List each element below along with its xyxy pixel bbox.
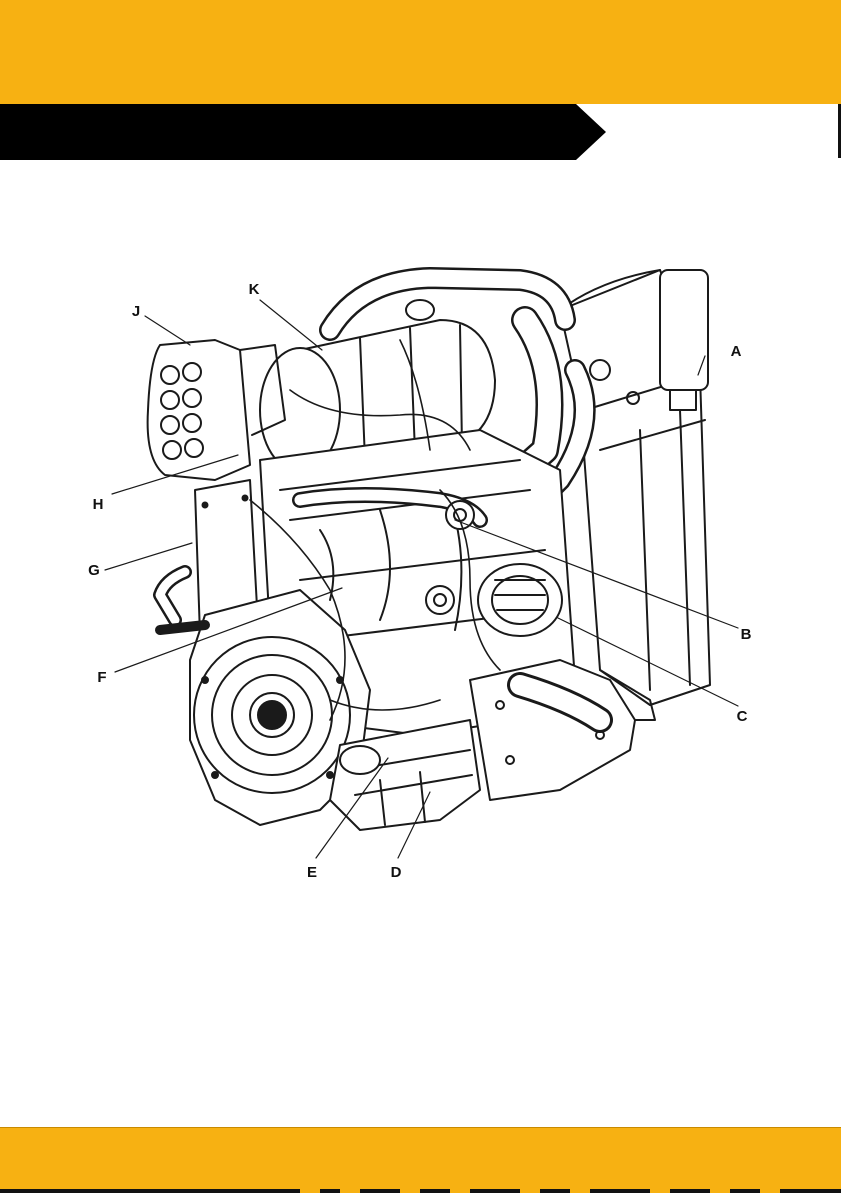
header-band [0, 0, 841, 104]
callout-b: B [736, 626, 756, 644]
footer-tick-marks [0, 1187, 841, 1193]
callout-j: J [126, 303, 146, 321]
callout-c: C [732, 708, 752, 726]
callout-f: F [92, 669, 112, 687]
engine-illustration [0, 160, 841, 900]
callout-h: H [88, 496, 108, 514]
callout-a: A [726, 343, 746, 361]
callout-d: D [386, 864, 406, 882]
section-arrow-banner [0, 104, 841, 160]
callout-k: K [244, 281, 264, 299]
callout-g: G [84, 562, 104, 580]
callout-e: E [302, 864, 322, 882]
footer-band [0, 1127, 841, 1193]
radiator [560, 270, 710, 705]
